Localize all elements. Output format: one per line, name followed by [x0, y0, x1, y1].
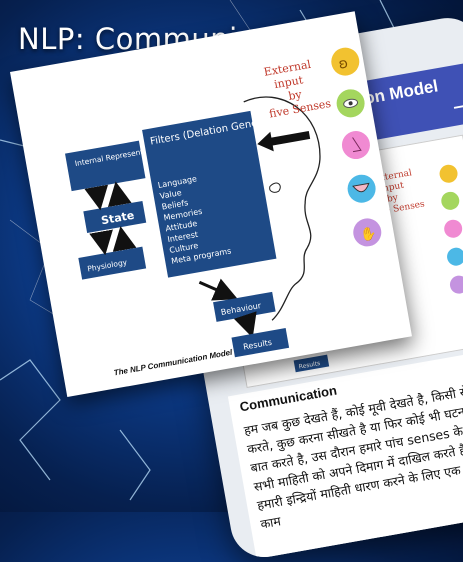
- thumb-eye-icon: [441, 191, 460, 210]
- external-input-line3: by: [287, 88, 303, 103]
- arrow-to-results: [233, 311, 257, 338]
- hand-icon: [353, 218, 382, 247]
- external-input-line2: input: [273, 73, 305, 91]
- hand-glyph: ✋: [359, 225, 378, 244]
- arrow-up: [107, 181, 132, 208]
- ear-icon: [331, 47, 360, 76]
- arrow-up: [112, 226, 137, 252]
- arrow-to-behaviour: [198, 278, 238, 301]
- face-outline: [243, 96, 321, 321]
- input-arrow-icon: [257, 131, 311, 152]
- filters-box: [142, 110, 277, 278]
- nlp-diagram-card: Internal Representations State Physiolog…: [10, 11, 412, 397]
- nose-icon: [341, 131, 370, 160]
- ear-glyph: ʚ: [337, 55, 349, 72]
- arrow-down: [84, 184, 109, 211]
- thumb-results-box: [293, 354, 330, 373]
- results-box: [231, 328, 290, 358]
- arrow-down: [89, 229, 113, 256]
- filter-item: Value: [159, 188, 182, 201]
- nose-glyph: [352, 137, 362, 153]
- thumb-ear-icon: [439, 164, 458, 183]
- thumb-results-label: Results: [298, 360, 321, 371]
- physiology-box: [78, 246, 147, 280]
- thumb-external-line3: by: [386, 193, 399, 205]
- internal-representations-box: [65, 140, 146, 192]
- thumb-nose-icon: [444, 219, 463, 238]
- tongue-glyph: [352, 182, 370, 193]
- thumb-tongue-icon: [447, 247, 463, 266]
- nlp-diagram: Internal Representations State Physiolog…: [65, 47, 382, 358]
- eye-outline: [269, 182, 281, 193]
- behaviour-box: [213, 291, 276, 322]
- eye-pupil: [348, 101, 353, 106]
- state-label: State: [100, 209, 135, 228]
- thumb-hand-icon: [449, 275, 463, 294]
